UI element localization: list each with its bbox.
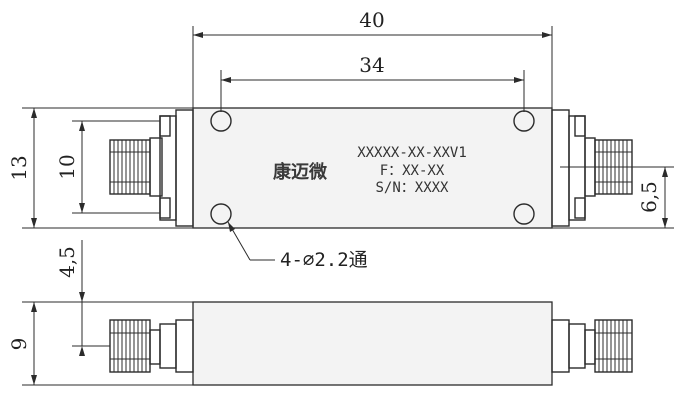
side-left-thread <box>110 320 150 372</box>
mounting-hole <box>210 203 232 225</box>
dimension-13: 13 <box>7 155 31 180</box>
side-right-thread <box>595 320 632 372</box>
brand-logo: 康迈微 <box>273 161 327 183</box>
left-connector <box>109 109 194 227</box>
right-connector <box>551 109 633 227</box>
top-view: XXXXX-XX-XXV1 F：XX-XX S/N：XXXX 康迈微 <box>109 107 633 229</box>
side-body <box>192 301 553 386</box>
dimension-connector-10: 10 <box>55 120 160 214</box>
dimension-34: 34 <box>359 53 384 77</box>
hole-note: 4-∅2.2通 <box>227 221 368 271</box>
side-right-connector <box>551 319 633 373</box>
model-label: XXXXX-XX-XXV1 <box>357 145 467 161</box>
dimension-hole-spacing: 34 <box>220 53 525 112</box>
dimension-overall-width: 40 <box>192 8 553 108</box>
left-connector-thread <box>110 140 150 194</box>
side-view <box>109 301 633 386</box>
hole-note-text: 4-∅2.2通 <box>280 249 368 271</box>
dimension-connector-offset: 6,5 <box>552 166 674 229</box>
side-left-connector <box>109 319 194 373</box>
serial-label: S/N：XXXX <box>375 180 449 196</box>
dimension-40: 40 <box>359 8 384 32</box>
dimension-4-5: 4,5 <box>55 246 79 278</box>
top-body <box>192 107 553 229</box>
dimension-height-13: 13 <box>7 107 193 229</box>
dimension-thickness-9: 9 <box>7 301 193 386</box>
frequency-label: F：XX-XX <box>380 163 445 179</box>
mounting-hole <box>513 203 535 225</box>
dimension-6-5: 6,5 <box>637 181 661 213</box>
dimension-9: 9 <box>7 338 31 351</box>
dimension-side-offset: 4,5 <box>55 240 110 356</box>
dimension-10: 10 <box>55 154 79 179</box>
